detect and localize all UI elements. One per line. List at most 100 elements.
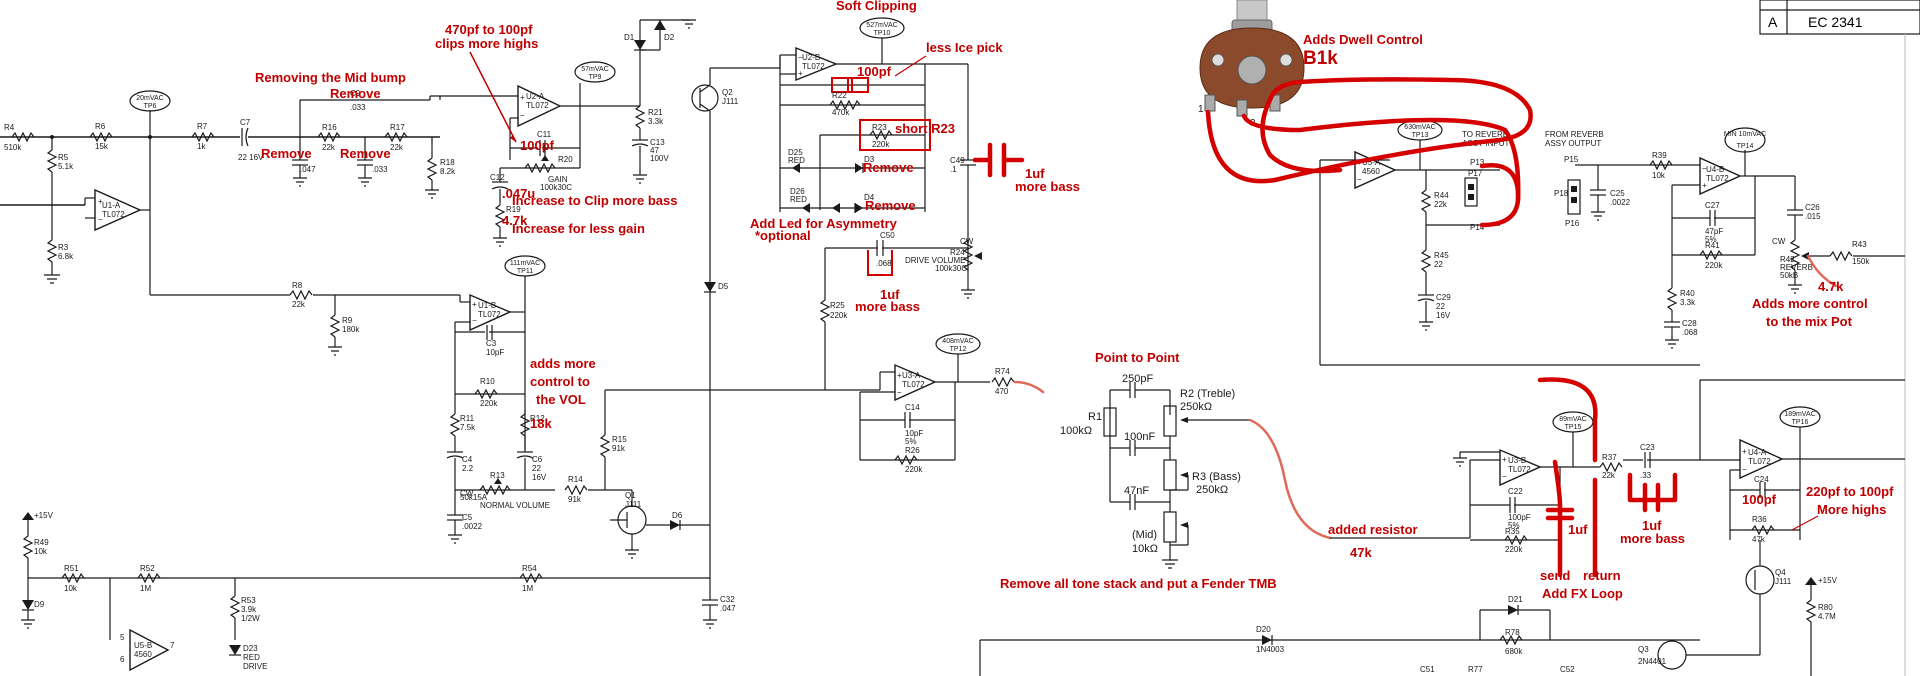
svg-text:22 16V: 22 16V — [238, 153, 264, 162]
svg-text:MIN 10mVAC: MIN 10mVAC — [1724, 131, 1766, 138]
svg-text:+: + — [472, 300, 477, 309]
ann-the-vol: the VOL — [536, 392, 586, 407]
svg-text:CW: CW — [960, 237, 974, 246]
r5-val: 5.1k — [58, 162, 74, 171]
svg-text:.1: .1 — [950, 165, 957, 174]
svg-text:22k: 22k — [292, 300, 306, 309]
svg-text:1k: 1k — [197, 142, 206, 151]
svg-text:P17: P17 — [1468, 169, 1483, 178]
svg-text:10pF: 10pF — [905, 429, 923, 438]
svg-text:.047: .047 — [300, 165, 316, 174]
svg-text:TL072: TL072 — [478, 310, 501, 319]
svg-text:R51: R51 — [64, 564, 79, 573]
svg-text:2.2: 2.2 — [462, 464, 474, 473]
ann-r42-47k: 4.7k — [1818, 279, 1844, 294]
svg-text:22k: 22k — [1434, 200, 1448, 209]
svg-text:R44: R44 — [1434, 191, 1449, 200]
input-stage: R4 510k R5 5.1k R3 6.8k R6 15k +− U1-A T… — [0, 122, 210, 295]
svg-text:REVERB: REVERB — [1780, 263, 1813, 272]
svg-text:U3-B: U3-B — [1508, 456, 1526, 465]
svg-text:R20: R20 — [558, 155, 573, 164]
svg-text:TL072: TL072 — [1508, 465, 1531, 474]
svg-text:TO REVERB: TO REVERB — [1462, 130, 1508, 139]
ann-c-100pf: 100pf — [857, 64, 892, 79]
svg-text:D25: D25 — [788, 148, 803, 157]
svg-text:R54: R54 — [522, 564, 537, 573]
svg-text:Q1: Q1 — [625, 491, 636, 500]
svg-text:22: 22 — [532, 464, 541, 473]
r6-val: 15k — [95, 142, 109, 151]
svg-text:Q2: Q2 — [722, 88, 733, 97]
svg-text:TP12: TP12 — [950, 346, 967, 353]
svg-text:+: + — [897, 371, 902, 380]
svg-text:1N4003: 1N4003 — [1256, 645, 1285, 654]
dwell-wire-2 — [1241, 113, 1521, 228]
svg-text:220k: 220k — [480, 399, 498, 408]
u2b-clipping-stage: −+ U2-B TL072 527mVAC TP10 R22 470k R23 … — [779, 17, 1025, 390]
svg-text:10k: 10k — [64, 584, 78, 593]
u1b-stage: R8 22k R9 180k +− U1-B TL072 111mVAC TP1… — [150, 255, 605, 544]
svg-text:(Mid): (Mid) — [1132, 529, 1157, 541]
svg-text:D23: D23 — [243, 644, 258, 653]
ann-remove-d3: Remove — [863, 160, 914, 175]
svg-text:C32: C32 — [720, 595, 735, 604]
svg-text:630mVAC: 630mVAC — [1404, 124, 1435, 131]
svg-text:RED: RED — [790, 195, 807, 204]
svg-text:47k: 47k — [1752, 535, 1766, 544]
svg-text:4.7M: 4.7M — [1818, 612, 1836, 621]
svg-text:1/2W: 1/2W — [241, 614, 260, 623]
r6-ref: R6 — [95, 122, 106, 131]
svg-text:.068: .068 — [1682, 328, 1698, 337]
svg-text:+15V: +15V — [34, 511, 54, 520]
svg-text:8.2k: 8.2k — [440, 167, 456, 176]
svg-text:Q3: Q3 — [1638, 645, 1649, 654]
ann-return: return — [1583, 568, 1621, 583]
ann-c24-100pf: 100pf — [1742, 492, 1777, 507]
svg-text:TL072: TL072 — [802, 62, 825, 71]
ann-remove-c9: Remove — [330, 86, 381, 101]
svg-text:−: − — [1357, 175, 1362, 184]
svg-text:C5: C5 — [462, 513, 473, 522]
svg-text:GAIN: GAIN — [548, 175, 568, 184]
svg-text:7.5k: 7.5k — [460, 423, 476, 432]
svg-text:10k: 10k — [1652, 171, 1666, 180]
ann-adds-dwell: Adds Dwell Control — [1303, 32, 1423, 47]
svg-text:D1: D1 — [624, 33, 635, 42]
svg-text:R10: R10 — [480, 377, 495, 386]
svg-text:50kB: 50kB — [1780, 271, 1798, 280]
svg-text:250kΩ: 250kΩ — [1196, 484, 1228, 496]
svg-text:10k: 10k — [34, 547, 48, 556]
svg-text:C4: C4 — [462, 455, 473, 464]
svg-text:100kΩ: 100kΩ — [1060, 425, 1092, 437]
svg-text:R40: R40 — [1680, 289, 1695, 298]
svg-text:150k: 150k — [1852, 257, 1870, 266]
ann-b1k: B1k — [1303, 48, 1338, 69]
svg-text:CW: CW — [1772, 237, 1786, 246]
svg-text:R35: R35 — [1505, 527, 1520, 536]
svg-text:Q4: Q4 — [1775, 568, 1786, 577]
svg-text:57mVAC: 57mVAC — [581, 66, 609, 73]
svg-text:R14: R14 — [568, 475, 583, 484]
svg-text:D4: D4 — [864, 193, 875, 202]
svg-text:R1: R1 — [1088, 411, 1102, 423]
ann-c49-1uf: 1uf — [1025, 166, 1045, 181]
dwell-wire-4 — [1479, 162, 1521, 203]
svg-text:U5-B: U5-B — [134, 641, 152, 650]
svg-text:47nF: 47nF — [1124, 485, 1149, 497]
svg-text:.33: .33 — [1640, 471, 1652, 480]
ann-c11-100pf: 100pf — [520, 138, 555, 153]
svg-text:R39: R39 — [1652, 151, 1667, 160]
ann-short-r23: short R23 — [895, 121, 955, 136]
svg-text:U4-B: U4-B — [1706, 165, 1724, 174]
tone-stack: R1 100kΩ 250pF R2 (Treble) 250kΩ 100nF R… — [1060, 373, 1470, 569]
svg-text:R43: R43 — [1852, 240, 1867, 249]
svg-text:R7: R7 — [197, 122, 208, 131]
svg-text:R37: R37 — [1602, 453, 1617, 462]
svg-text:C23: C23 — [1640, 443, 1655, 452]
svg-text:470: 470 — [995, 387, 1009, 396]
svg-text:D2: D2 — [664, 33, 675, 42]
ann-added-resistor: added resistor — [1328, 522, 1418, 537]
svg-text:408mVAC: 408mVAC — [942, 338, 973, 345]
svg-text:U4-A: U4-A — [1748, 448, 1767, 457]
svg-text:R17: R17 — [390, 123, 405, 132]
